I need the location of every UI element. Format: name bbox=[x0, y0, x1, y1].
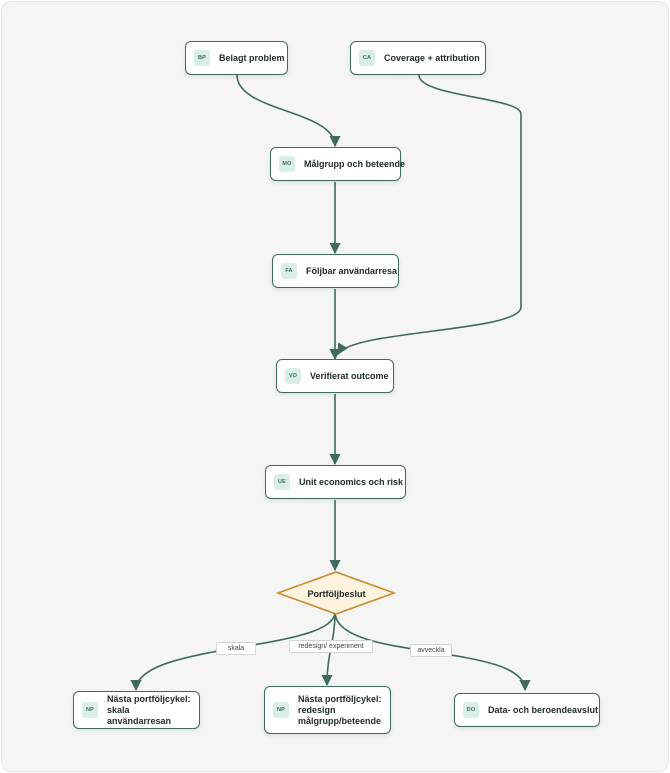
node-label: Följbar användarresa bbox=[306, 265, 398, 276]
decision-label: Portföljbeslut bbox=[307, 589, 366, 599]
decision-diamond[interactable] bbox=[275, 571, 397, 615]
node-label: Unit economics och risk bbox=[299, 476, 404, 487]
node-label: Coverage + attribution bbox=[384, 52, 480, 63]
node-nasta-skala[interactable]: NP Nästa portföljcykel: skala användarre… bbox=[73, 691, 200, 729]
edge-label-avveckla: avveckla bbox=[410, 644, 452, 657]
node-badge: BP bbox=[194, 50, 210, 66]
edge-bp-mo bbox=[236, 74, 341, 148]
node-badge: UE bbox=[274, 474, 290, 490]
node-badge: NP bbox=[273, 702, 289, 718]
edge-label-skala: skala bbox=[216, 642, 256, 655]
node-badge: NP bbox=[82, 702, 98, 718]
node-belagt-problem[interactable]: BP Belagt problem bbox=[185, 41, 288, 75]
node-verifierat-outcome[interactable]: VO Verifierat outcome bbox=[276, 359, 394, 393]
node-coverage-attribution[interactable]: CA Coverage + attribution bbox=[350, 41, 486, 75]
node-badge: FA bbox=[281, 263, 297, 279]
node-nasta-redesign[interactable]: NP Nästa portföljcykel: redesign målgrup… bbox=[264, 686, 391, 734]
node-unit-economics-risk[interactable]: UE Unit economics och risk bbox=[265, 465, 406, 499]
node-badge: DO bbox=[463, 702, 479, 718]
node-malgrupp-beteende[interactable]: MO Målgrupp och beteende bbox=[270, 147, 405, 181]
node-label: Data- och beroendeavslut bbox=[488, 704, 599, 715]
node-badge: CA bbox=[359, 50, 375, 66]
edge-ca-vo bbox=[337, 74, 522, 355]
node-badge: VO bbox=[285, 368, 301, 384]
node-data-beroendeavslut[interactable]: DO Data- och beroendeavslut bbox=[454, 693, 600, 727]
node-label: Nästa portföljcykel: skala användarresan bbox=[107, 693, 191, 726]
edge-label-redesign: redesign/ experiment bbox=[289, 640, 373, 653]
node-label: Nästa portföljcykel: redesign målgrupp/b… bbox=[298, 693, 382, 726]
node-badge: MO bbox=[279, 156, 295, 172]
node-foljbar-anvandarresa[interactable]: FA Följbar användarresa bbox=[272, 254, 399, 288]
node-label: Verifierat outcome bbox=[310, 370, 389, 381]
node-label: Målgrupp och beteende bbox=[304, 158, 406, 169]
node-label: Belagt problem bbox=[219, 52, 285, 63]
